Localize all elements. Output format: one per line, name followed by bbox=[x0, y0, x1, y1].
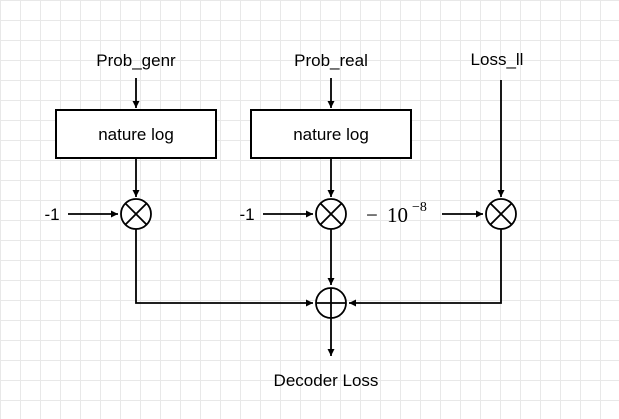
neg-one-real-label: -1 bbox=[239, 205, 254, 224]
log-block-genr bbox=[55, 109, 217, 159]
prob-real-label: Prob_real bbox=[294, 51, 368, 70]
neg-scale-sign: − bbox=[366, 203, 378, 227]
multiply-node-genr bbox=[120, 198, 152, 230]
neg-scale-label: − 10 −8 bbox=[366, 200, 427, 227]
multiply-node-loss bbox=[485, 198, 517, 230]
loss-ll-label: Loss_ll bbox=[471, 50, 524, 69]
neg-scale-exponent: −8 bbox=[412, 200, 427, 215]
neg-scale-base: 10 bbox=[387, 203, 408, 227]
log-block-real-label: nature log bbox=[293, 125, 369, 144]
sum-node bbox=[315, 287, 347, 319]
wire-genr-to-sum bbox=[135, 229, 313, 307]
wire-loss-to-sum bbox=[349, 229, 502, 307]
log-block-genr-label: nature log bbox=[98, 125, 174, 144]
log-block-real bbox=[250, 109, 412, 159]
decoder-loss-label: Decoder Loss bbox=[274, 371, 379, 390]
multiply-node-real bbox=[315, 198, 347, 230]
prob-genr-label: Prob_genr bbox=[96, 51, 176, 70]
neg-one-genr-label: -1 bbox=[44, 205, 59, 224]
